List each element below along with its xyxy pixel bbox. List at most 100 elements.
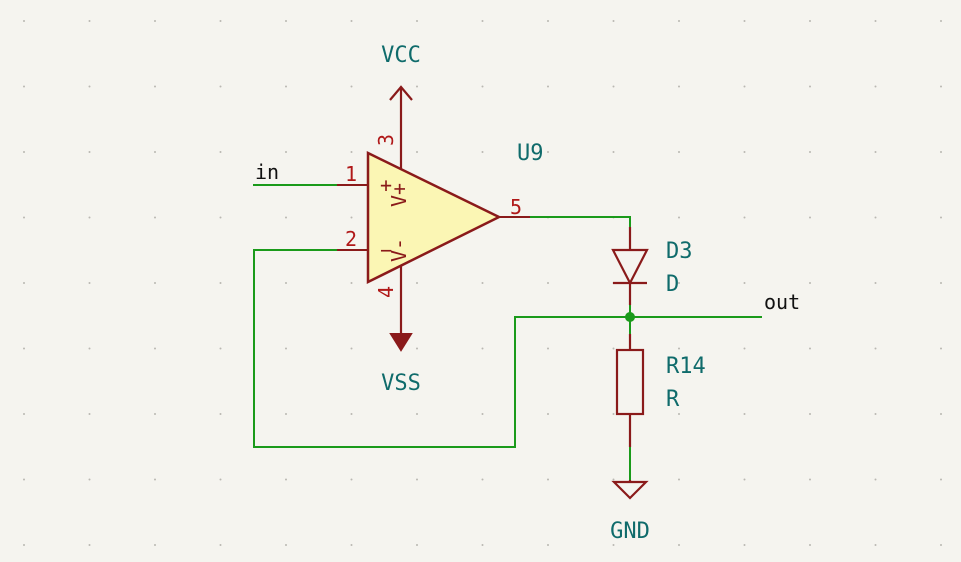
vss-symbol[interactable]: VSS	[381, 266, 421, 396]
diode-value: D	[666, 272, 679, 297]
grid-dot	[219, 347, 222, 350]
grid-dot	[940, 216, 942, 219]
grid-dot	[350, 413, 353, 415]
grid-dot	[612, 20, 615, 22]
wire-opamp-out[interactable]	[530, 216, 631, 227]
grid-dot	[23, 544, 25, 546]
grid-dot	[416, 151, 418, 153]
grid-dot	[23, 151, 25, 153]
opamp-triangle	[366, 150, 502, 285]
grid-dot	[285, 544, 287, 546]
grid-dot	[874, 216, 877, 219]
grid-dot	[285, 413, 287, 415]
grid-dot	[88, 478, 91, 481]
resistor-r14[interactable]: R14 R	[615, 334, 706, 447]
grid-dot	[481, 347, 484, 350]
resistor-value: R	[666, 387, 680, 412]
grid-dot	[88, 544, 91, 546]
grid-dot	[743, 216, 746, 219]
grid-dot	[154, 85, 156, 88]
grid-dot	[809, 413, 811, 415]
grid-dot	[874, 20, 877, 22]
grid-dot	[940, 282, 942, 284]
opamp-pin1-number: 1	[345, 162, 357, 186]
grid-dot	[612, 85, 615, 88]
grid-dot	[154, 413, 156, 415]
grid-dot	[874, 478, 877, 481]
opamp-vminus-label: V-	[387, 238, 411, 262]
grid-dot	[743, 20, 746, 22]
grid-dot	[678, 85, 680, 88]
grid-dot	[612, 478, 615, 481]
opamp-minus-sign: −	[380, 238, 392, 262]
grid-dot	[219, 544, 222, 546]
opamp-plus-sign: +	[380, 173, 392, 197]
grid-dot	[940, 151, 942, 153]
grid-dot	[678, 347, 680, 350]
grid-dot	[350, 282, 353, 284]
grid-dot	[809, 282, 811, 284]
opamp-reference: U9	[517, 141, 544, 166]
grid-dot	[88, 216, 91, 219]
grid-dot	[612, 347, 615, 350]
grid-dot	[23, 282, 25, 284]
grid-dot	[350, 216, 353, 219]
grid-dot	[743, 544, 746, 546]
grid-dot	[416, 20, 418, 22]
grid-dot	[23, 216, 25, 219]
grid-dot	[743, 151, 746, 153]
diode-reference: D3	[666, 239, 693, 264]
opamp-u9[interactable]: 1 2 5 3 4 + − V+ V- U9	[337, 134, 544, 298]
grid-dot	[219, 151, 222, 153]
grid-dot	[743, 478, 746, 481]
grid-dot	[350, 478, 353, 481]
grid-dot	[809, 216, 811, 219]
gnd-symbol[interactable]: GND	[610, 480, 650, 544]
grid-dot	[612, 413, 615, 415]
grid-dot	[743, 282, 746, 284]
grid-dot	[219, 282, 222, 284]
grid-dot	[481, 413, 484, 415]
grid-dot	[154, 282, 156, 284]
grid-dot	[416, 478, 418, 481]
grid-dot	[23, 20, 25, 22]
wire-feedback[interactable]	[253, 249, 630, 448]
grid-dot	[743, 413, 746, 415]
grid-dot	[154, 347, 156, 350]
vss-label: VSS	[381, 371, 421, 396]
net-label-out[interactable]: out	[764, 290, 800, 314]
grid-dot	[547, 20, 549, 22]
grid-dot	[88, 151, 91, 153]
grid-dot	[547, 85, 549, 88]
grid-dot	[88, 347, 91, 350]
grid-dot	[285, 282, 287, 284]
grid-dot	[285, 347, 287, 350]
diode-d3[interactable]: D3 D	[611, 227, 693, 305]
opamp-pin5-number: 5	[510, 195, 522, 219]
grid-dot	[547, 544, 549, 546]
vcc-symbol[interactable]: VCC	[381, 43, 421, 170]
grid-dot	[285, 478, 287, 481]
grid-dot	[678, 216, 680, 219]
net-label-in[interactable]: in	[255, 160, 279, 184]
grid-dot	[416, 85, 418, 88]
grid-dot	[350, 85, 353, 88]
grid-dot	[285, 151, 287, 153]
grid-dot	[940, 413, 942, 415]
opamp-vplus-label: V+	[387, 183, 411, 207]
grid-dot	[743, 347, 746, 350]
grid-dot	[743, 85, 746, 88]
grid-dot	[809, 347, 811, 350]
grid-dot	[678, 282, 680, 284]
gnd-label: GND	[610, 519, 650, 544]
grid-dot	[88, 413, 91, 415]
grid-dot	[219, 478, 222, 481]
grid-dot	[416, 347, 418, 350]
grid-dot	[612, 151, 615, 153]
resistor-reference: R14	[666, 354, 706, 379]
grid-dot	[678, 151, 680, 153]
grid-dot	[940, 20, 942, 22]
grid-dot	[350, 544, 353, 546]
opamp-pin4-number: 4	[374, 286, 398, 298]
grid-dot	[285, 216, 287, 219]
